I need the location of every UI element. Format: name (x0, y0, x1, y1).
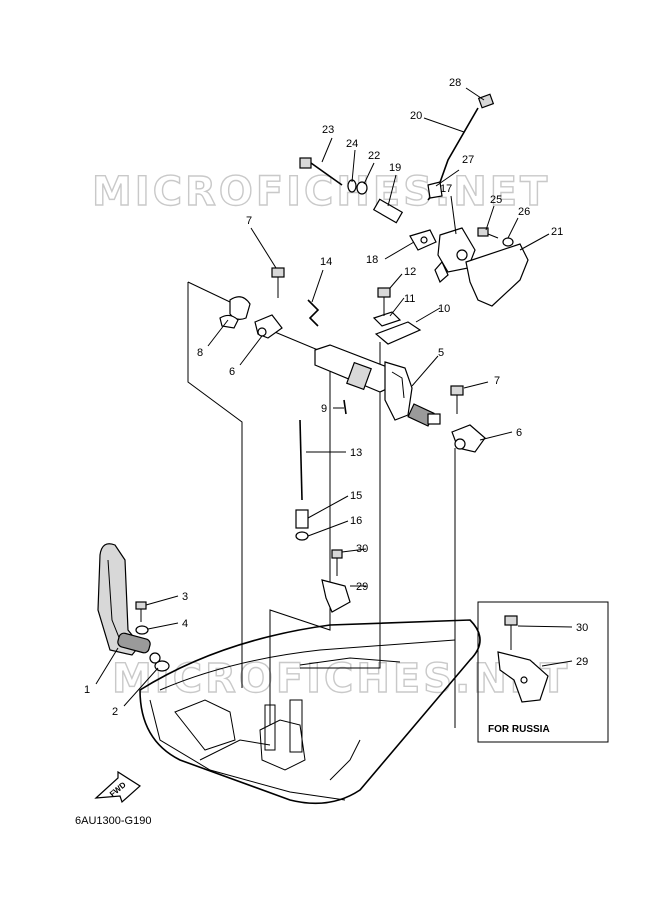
callout-13: 13 (350, 447, 362, 459)
part-9-pin (343, 399, 347, 415)
callout-7a: 7 (246, 215, 252, 227)
part-30-bolt-main (331, 549, 343, 576)
callout-23: 23 (322, 124, 334, 136)
callout-26: 26 (518, 206, 530, 218)
inset-callout-30: 30 (576, 622, 588, 634)
inset-part-30-bolt (504, 615, 518, 650)
callouts: 1 2 3 4 5 6 6 7 7 8 9 10 11 12 13 14 15 … (84, 77, 563, 718)
watermark-top: MICROFICHES.NET (92, 169, 550, 215)
part-17-link (434, 227, 476, 284)
inset-for-russia: 30 29 FOR RUSSIA (477, 601, 609, 743)
part-25-bolt (477, 227, 499, 239)
bottom-cowling (139, 619, 481, 805)
part-19-collar (372, 198, 404, 224)
callout-27: 27 (462, 154, 474, 166)
callout-18: 18 (366, 254, 378, 266)
callout-28: 28 (449, 77, 461, 89)
leader-lines (95, 87, 550, 707)
part-28-cap (477, 93, 495, 109)
part-1-handle (97, 543, 161, 664)
part-11-plate (372, 311, 402, 327)
callout-14: 14 (320, 256, 332, 268)
part-12-bolt (377, 287, 391, 316)
part-6-clamp-right (451, 424, 486, 453)
inset-label: FOR RUSSIA (488, 724, 550, 735)
part-27-clip (427, 181, 443, 199)
part-8-grommet (219, 296, 251, 329)
part-6-clamp-left (254, 314, 283, 339)
callout-5: 5 (438, 347, 444, 359)
part-29-bracket-main (321, 579, 351, 613)
part-14-clip (307, 299, 320, 327)
callout-12: 12 (404, 266, 416, 278)
callout-24: 24 (346, 138, 358, 150)
callout-17: 17 (440, 183, 452, 195)
part-7-bolt-right (450, 385, 464, 414)
callout-29a: 29 (356, 581, 368, 593)
part-16-nut (295, 531, 309, 541)
callout-21: 21 (551, 226, 563, 238)
part-18-link (409, 229, 437, 251)
part-3-bolt (135, 601, 147, 622)
inset-callout-29: 29 (576, 656, 588, 668)
part-22-washer (356, 181, 368, 195)
part-23-bolt (299, 157, 343, 186)
diagram-code: 6AU1300-G190 (75, 815, 151, 827)
callout-3: 3 (182, 591, 188, 603)
callout-9: 9 (321, 403, 327, 415)
callout-25: 25 (490, 194, 502, 206)
callout-1: 1 (84, 684, 90, 696)
callout-7b: 7 (494, 375, 500, 387)
callout-10: 10 (438, 303, 450, 315)
callout-4: 4 (182, 618, 188, 630)
callout-6a: 6 (229, 366, 235, 378)
callout-6b: 6 (516, 427, 522, 439)
callout-2: 2 (112, 706, 118, 718)
fwd-arrow: FWD (94, 770, 141, 804)
part-5-throttle-shaft (314, 344, 441, 427)
callout-22: 22 (368, 150, 380, 162)
part-4-washer (135, 625, 149, 635)
part-13-rod (299, 419, 303, 501)
part-2-oring (154, 660, 170, 672)
part-26-washer (502, 237, 514, 247)
callout-16: 16 (350, 515, 362, 527)
callout-8: 8 (197, 347, 203, 359)
callout-19: 19 (389, 162, 401, 174)
callout-20: 20 (410, 110, 422, 122)
reference-lines (187, 281, 456, 728)
callout-11: 11 (404, 293, 415, 305)
callout-15: 15 (350, 490, 362, 502)
part-21-bracket (465, 243, 529, 307)
part-15-sleeve (295, 509, 309, 529)
part-10-plate (374, 321, 422, 345)
part-7-bolt-left (271, 267, 285, 298)
callout-30a: 30 (356, 543, 368, 555)
